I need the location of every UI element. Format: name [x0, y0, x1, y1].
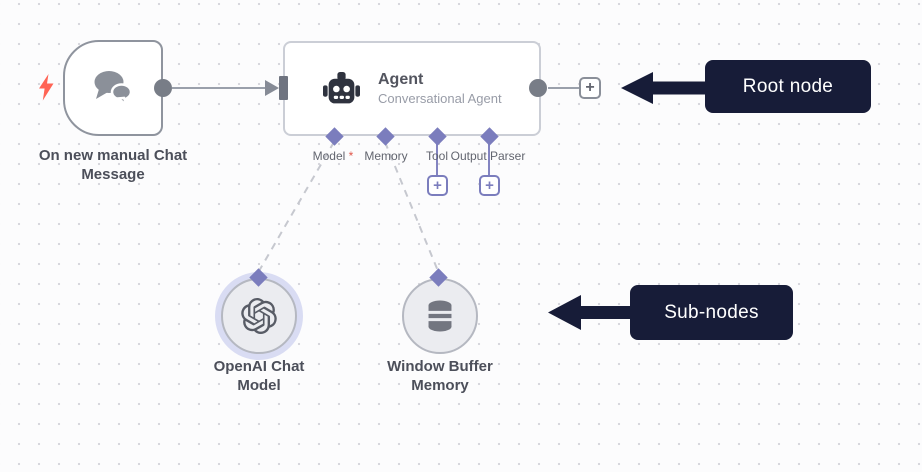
trigger-node[interactable] [63, 40, 163, 136]
agent-node-title: Agent [378, 71, 424, 88]
plus-icon: + [433, 177, 442, 194]
sub-nodes-arrow [548, 295, 631, 330]
plus-icon: + [585, 79, 595, 96]
trigger-output-port[interactable] [154, 79, 172, 97]
add-next-node-button[interactable]: + [579, 77, 601, 99]
sub-nodes-annotation: Sub-nodes [630, 285, 793, 340]
memory-node-label: Window Buffer Memory [387, 358, 493, 394]
add-tool-button[interactable]: + [427, 175, 448, 196]
root-node-annotation-label: Root node [742, 75, 834, 97]
chat-bubbles-icon [94, 71, 133, 109]
openai-logo-icon [241, 298, 277, 334]
agent-port-output-parser-label: Output Parser [450, 149, 526, 163]
openai-node-label: OpenAI Chat Model [213, 358, 305, 394]
agent-node-subtitle: Conversational Agent [378, 91, 502, 106]
root-node-annotation: Root node [705, 60, 871, 113]
trigger-node-label: On new manual Chat Message [38, 147, 188, 183]
openai-chat-model-node[interactable] [221, 278, 297, 354]
agent-port-memory-label: Memory [364, 149, 408, 163]
database-icon [426, 300, 454, 332]
add-output-parser-button[interactable]: + [479, 175, 500, 196]
trigger-bolt-icon [39, 74, 54, 101]
sub-nodes-annotation-label: Sub-nodes [664, 301, 759, 323]
robot-icon [323, 72, 360, 104]
required-marker: * [348, 149, 354, 163]
window-buffer-memory-node[interactable] [402, 278, 478, 354]
agent-port-model-label: Model * [312, 149, 354, 163]
plus-icon: + [485, 177, 494, 194]
agent-node[interactable]: Agent Conversational Agent [283, 41, 541, 136]
agent-port-tool-label: Tool [425, 149, 448, 163]
root-node-arrow [621, 72, 706, 104]
agent-input-port[interactable] [279, 76, 288, 100]
agent-output-port[interactable] [529, 79, 547, 97]
